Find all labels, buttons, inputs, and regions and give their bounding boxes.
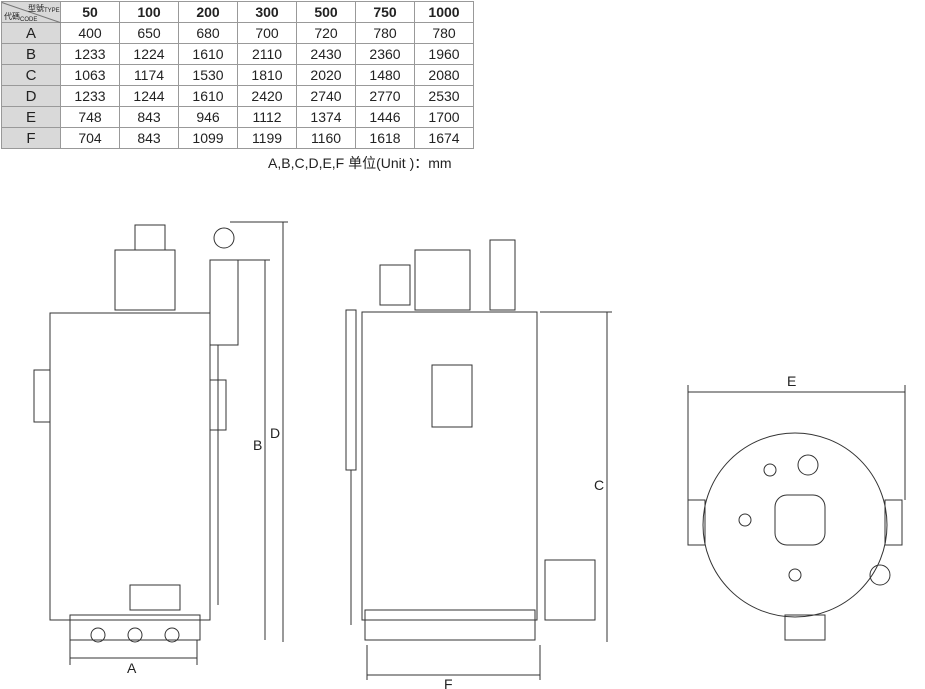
label-a: A	[127, 660, 137, 676]
table-cell: 843	[119, 127, 179, 149]
dimension-f	[366, 645, 541, 680]
dimension-d	[230, 221, 288, 642]
dimension-a	[69, 640, 198, 665]
table-cell: 1099	[178, 127, 238, 149]
table-cell: 2420	[237, 85, 297, 107]
front-view	[33, 224, 239, 643]
dimension-b	[238, 259, 270, 640]
unit-note: A,B,C,D,E,F 单位(Unit )：mm	[268, 155, 452, 171]
type-en: TYPE	[44, 8, 60, 14]
table-cell: 2360	[355, 43, 415, 65]
table-cell: 1174	[119, 64, 179, 86]
table-cell: 1610	[178, 85, 238, 107]
dimension-e	[687, 385, 906, 500]
table-cell: 1233	[60, 85, 120, 107]
row-code: B	[1, 43, 61, 65]
side-view	[345, 239, 596, 641]
col-header: 50	[60, 1, 120, 23]
code-cn: 代碼	[4, 12, 20, 21]
table-cell: 1446	[355, 106, 415, 128]
header-corner-cell: 型號 TYPE 代碼 CODE	[1, 1, 61, 24]
label-d: D	[270, 425, 280, 441]
label-f: F	[444, 676, 453, 689]
code-en: CODE	[20, 17, 38, 23]
dimension-table: 型號 TYPE 代碼 CODE 50 100 200 300 500 750 1…	[1, 1, 474, 149]
table-cell: 780	[355, 22, 415, 44]
table-cell: 1674	[414, 127, 474, 149]
row-code: F	[1, 127, 61, 149]
col-header: 300	[237, 1, 297, 23]
col-header: 500	[296, 1, 356, 23]
table-cell: 1610	[178, 43, 238, 65]
label-b: B	[253, 437, 262, 453]
table-cell: 1960	[414, 43, 474, 65]
row-code: D	[1, 85, 61, 107]
label-e: E	[787, 373, 796, 389]
table-cell: 1199	[237, 127, 297, 149]
table-cell: 2770	[355, 85, 415, 107]
row-code: C	[1, 64, 61, 86]
top-view	[687, 432, 903, 641]
row-code: E	[1, 106, 61, 128]
table-cell: 2430	[296, 43, 356, 65]
dimension-c	[540, 311, 612, 642]
type-cn: 型號	[28, 4, 44, 13]
label-c: C	[594, 477, 604, 493]
